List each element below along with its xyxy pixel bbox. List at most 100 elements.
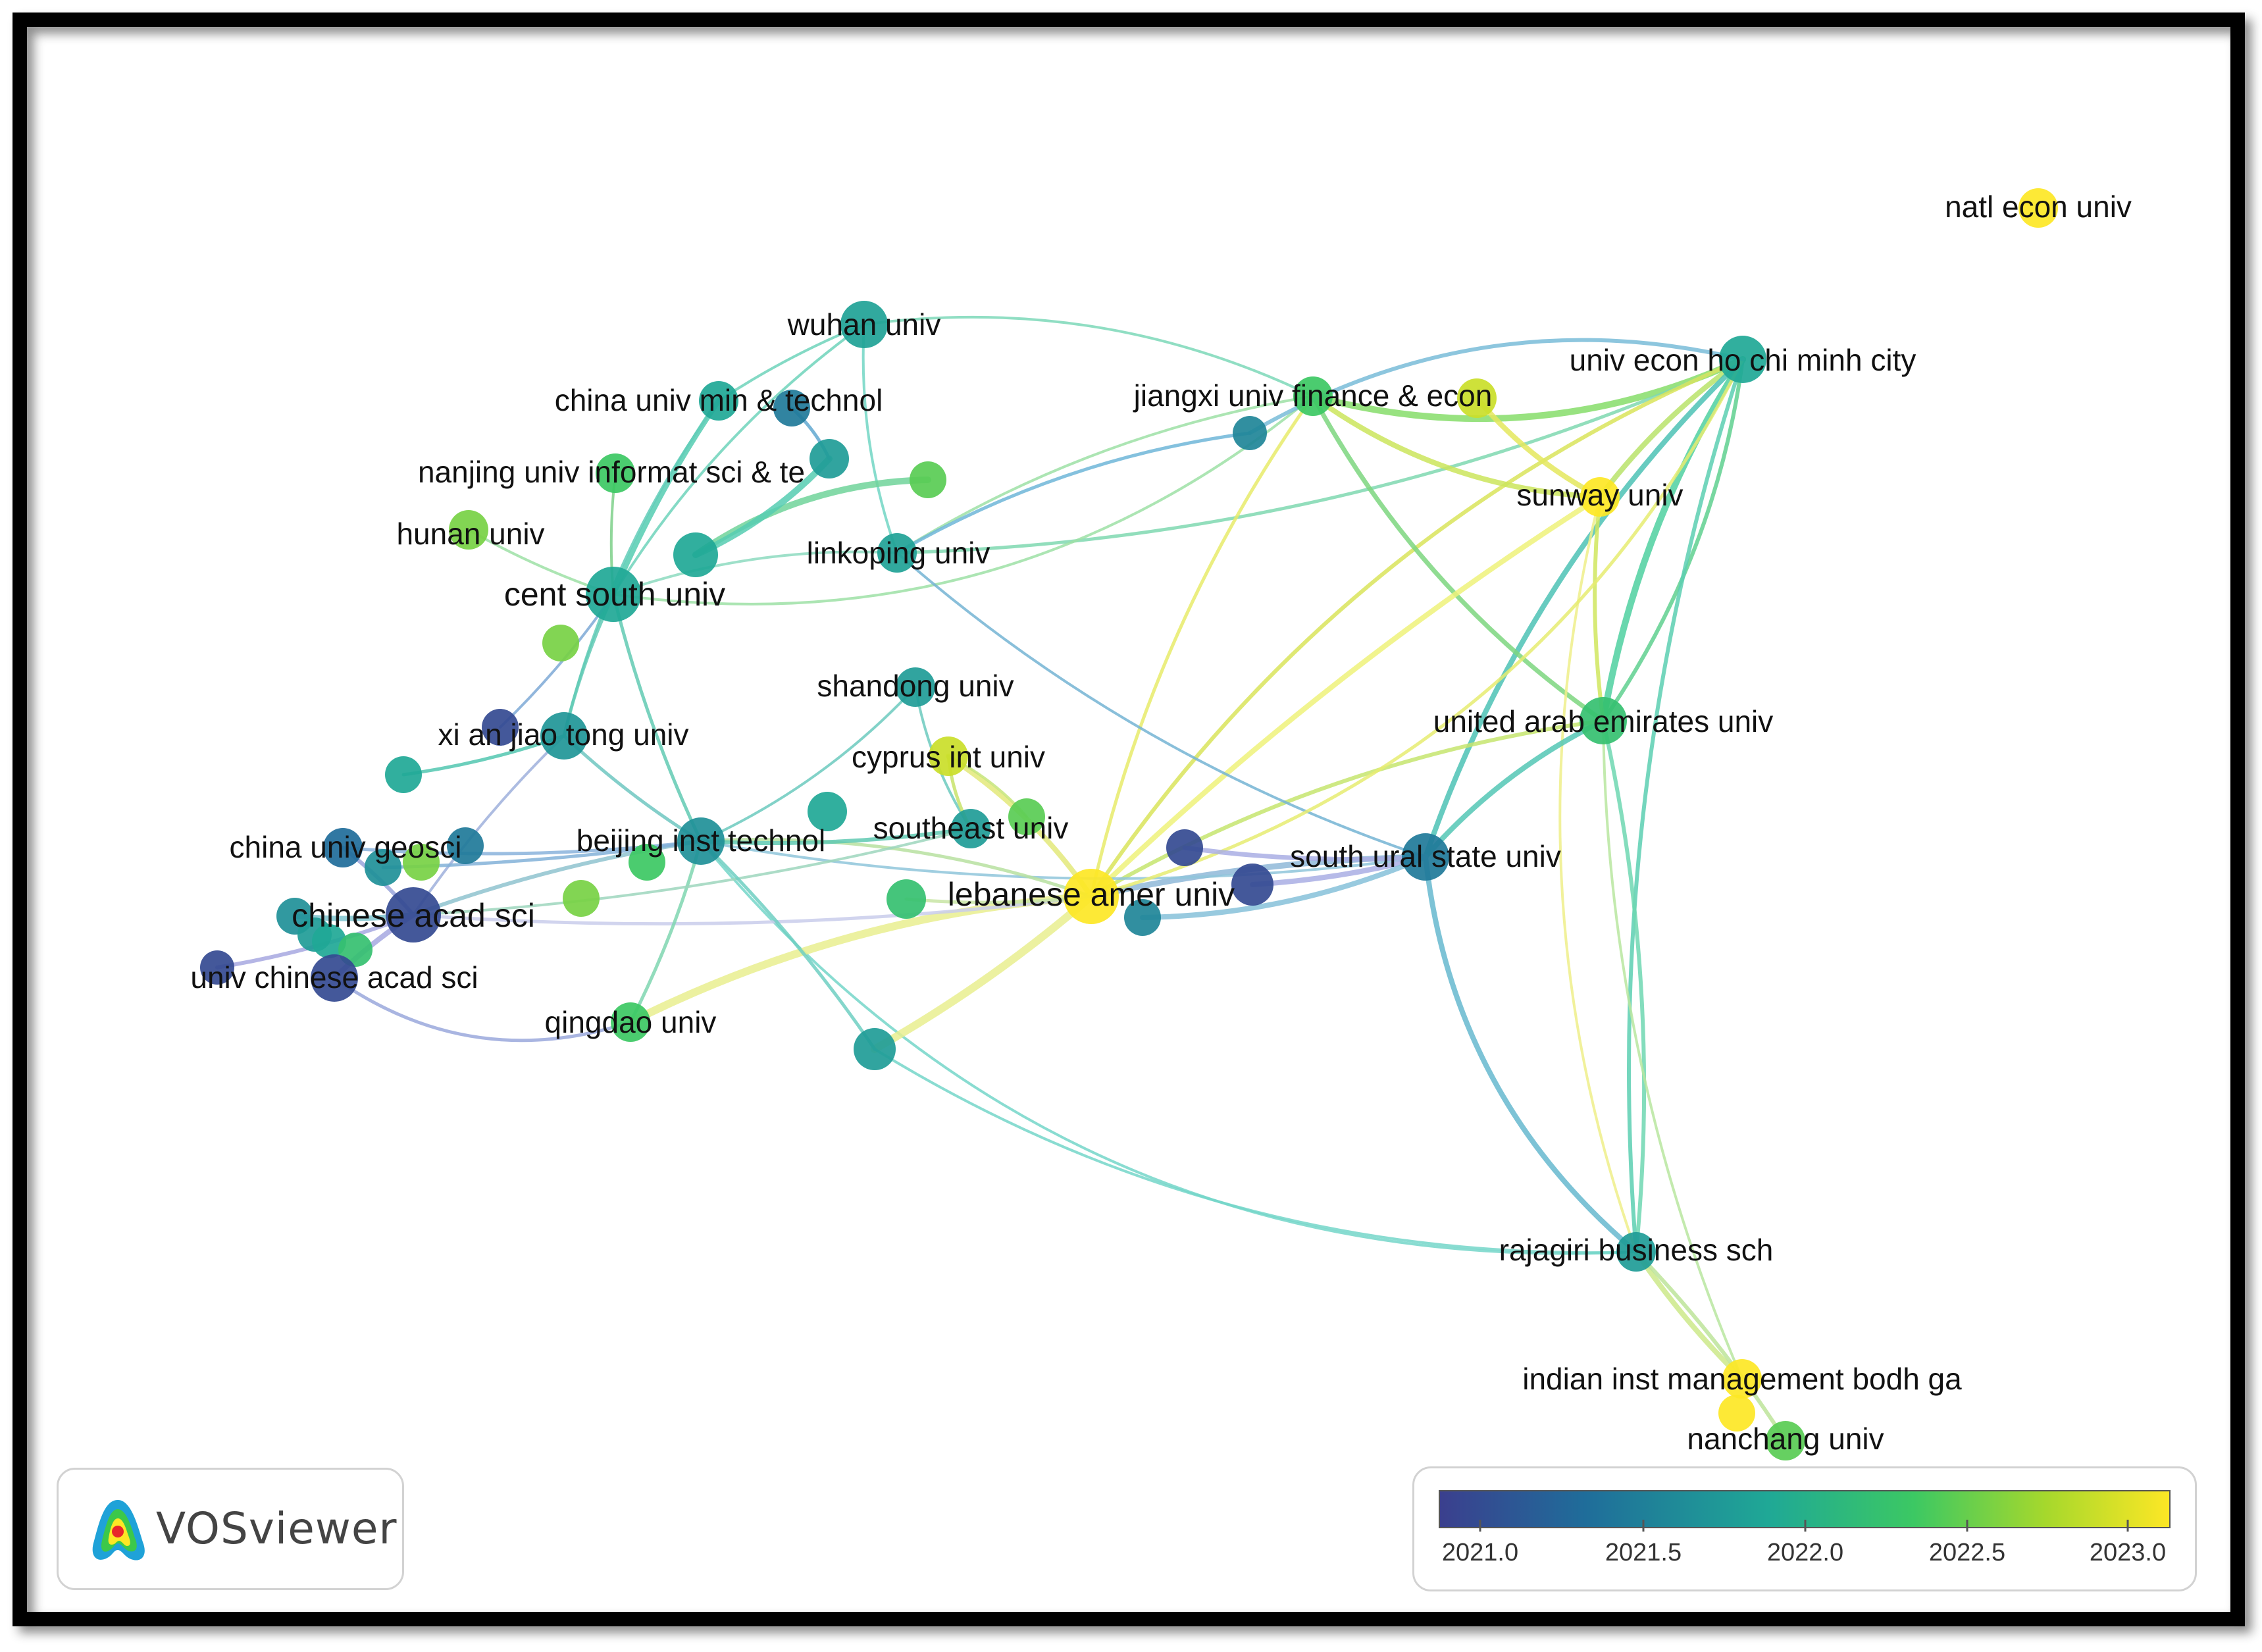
node-unlabeled-6[interactable] xyxy=(385,756,422,793)
node-unlabeled-25[interactable] xyxy=(1457,378,1497,418)
link-cent-south-univ-beijing-inst-technol xyxy=(611,592,703,843)
label-linkoping-univ[interactable]: linkoping univ xyxy=(807,536,990,570)
node-indian-inst-management-bodh-ga[interactable] xyxy=(1722,1359,1762,1399)
node-qingdao-univ[interactable] xyxy=(611,1002,650,1042)
node-rajagiri-business-sch[interactable] xyxy=(1616,1232,1656,1272)
label-southeast-univ[interactable]: southeast univ xyxy=(873,811,1069,845)
label-univ-econ-ho-chi-minh-city[interactable]: univ econ ho chi minh city xyxy=(1570,343,1916,377)
node-wuhan-univ[interactable] xyxy=(840,301,888,348)
link-unlabeled-5 xyxy=(1474,396,1603,500)
node-unlabeled-0[interactable] xyxy=(773,390,810,426)
link-sunway-univ-united-arab-emirates-univ xyxy=(1593,495,1605,723)
label-shandong-univ[interactable]: shandong univ xyxy=(817,669,1014,703)
node-unlabeled-23[interactable] xyxy=(854,1028,896,1070)
node-linkoping-univ[interactable] xyxy=(877,533,917,573)
link-united-arab-emirates-univ-rajagiri-business-sch xyxy=(1601,719,1647,1254)
legend-tick-label-3: 2022.5 xyxy=(1929,1539,2005,1566)
node-unlabeled-3[interactable] xyxy=(673,532,718,577)
label-united-arab-emirates-univ[interactable]: united arab emirates univ xyxy=(1433,704,1774,738)
label-cyprus-int-univ[interactable]: cyprus int univ xyxy=(852,740,1045,774)
node-univ-econ-ho-chi-minh-city[interactable] xyxy=(1719,336,1766,383)
node-beijing-inst-technol[interactable] xyxy=(677,817,725,865)
label-chinese-acad-sci[interactable]: chinese acad sci xyxy=(292,897,535,934)
node-unlabeled-20[interactable] xyxy=(312,924,346,958)
node-unlabeled-26[interactable] xyxy=(1718,1395,1755,1432)
node-sunway-univ[interactable] xyxy=(1580,477,1620,517)
label-nanchang-univ[interactable]: nanchang univ xyxy=(1687,1422,1884,1456)
legend-tick-label-4: 2023.0 xyxy=(2090,1539,2166,1566)
node-united-arab-emirates-univ[interactable] xyxy=(1580,697,1627,744)
label-sunway-univ[interactable]: sunway univ xyxy=(1516,478,1683,512)
node-cyprus-int-univ[interactable] xyxy=(929,736,968,776)
node-unlabeled-1[interactable] xyxy=(810,439,849,478)
link-rajagiri-business-sch-nanchang-univ xyxy=(1634,1250,1787,1443)
label-jiangxi-univ-finance-econ[interactable]: jiangxi univ finance & econ xyxy=(1133,378,1493,413)
link-linkoping-univ-wuhan-univ xyxy=(861,323,898,554)
node-unlabeled-24[interactable] xyxy=(1233,416,1267,450)
label-china-univ-min-technol[interactable]: china univ min & technol xyxy=(555,383,883,417)
node-southeast-univ[interactable] xyxy=(951,809,990,848)
label-rajagiri-business-sch[interactable]: rajagiri business sch xyxy=(1499,1233,1774,1267)
node-south-ural-state-univ[interactable] xyxy=(1402,833,1449,881)
node-shandong-univ[interactable] xyxy=(896,667,935,707)
node-natl-econ-univ[interactable] xyxy=(2018,188,2058,228)
link-univ-chinese-acad-sci-qingdao-univ xyxy=(332,976,632,1043)
label-china-univ-geosci[interactable]: china univ geosci xyxy=(230,830,462,864)
node-unlabeled-16[interactable] xyxy=(403,844,440,881)
node-nanchang-univ[interactable] xyxy=(1766,1421,1805,1460)
node-unlabeled-7[interactable] xyxy=(808,792,847,831)
link-xi-an-jiao-tong-univ-chinese-acad-sci xyxy=(412,735,565,916)
label-cent-south-univ[interactable]: cent south univ xyxy=(504,576,725,613)
node-univ-chinese-acad-sci[interactable] xyxy=(311,954,358,1002)
node-xi-an-jiao-tong-univ[interactable] xyxy=(540,712,588,760)
node-lebanese-amer-univ[interactable] xyxy=(1064,869,1119,924)
vosviewer-logo-box: VOSviewer xyxy=(57,1468,404,1590)
label-lebanese-amer-univ[interactable]: lebanese amer univ xyxy=(948,876,1235,913)
node-unlabeled-22[interactable] xyxy=(200,950,234,985)
link-univ-econ-ho-chi-minh-city-linkoping-univ xyxy=(895,357,1745,555)
node-nanjing-univ-informat-sci-te[interactable] xyxy=(596,453,635,493)
label-hunan-univ[interactable]: hunan univ xyxy=(396,517,544,551)
node-chinese-acad-sci[interactable] xyxy=(386,887,441,942)
node-unlabeled-10[interactable] xyxy=(1231,864,1273,906)
node-unlabeled-5[interactable] xyxy=(482,709,519,746)
node-unlabeled-13[interactable] xyxy=(629,844,665,881)
label-indian-inst-management-bodh-ga[interactable]: indian inst management bodh ga xyxy=(1522,1362,1962,1396)
legend-tick-label-2: 2022.0 xyxy=(1767,1539,1843,1566)
link-beijing-inst-technol-qingdao-univ xyxy=(629,839,703,1024)
link-jiangxi-univ-finance-econ-wuhan-univ xyxy=(863,315,1314,398)
node-unlabeled-9[interactable] xyxy=(1166,829,1203,866)
node-unlabeled-15[interactable] xyxy=(365,849,401,886)
label-wuhan-univ[interactable]: wuhan univ xyxy=(787,307,941,342)
link-unlabeled-10 xyxy=(699,839,877,1051)
node-china-univ-min-technol[interactable] xyxy=(699,381,738,421)
label-nanjing-univ-informat-sci-te[interactable]: nanjing univ informat sci & te xyxy=(418,455,805,489)
link-sunway-univ-rajagiri-business-sch xyxy=(1558,496,1637,1253)
link-south-ural-state-univ-linkoping-univ xyxy=(896,552,1427,858)
label-univ-chinese-acad-sci[interactable]: univ chinese acad sci xyxy=(190,960,478,994)
node-jiangxi-univ-finance-econ[interactable] xyxy=(1293,376,1333,416)
nodes-layer xyxy=(200,188,2058,1460)
node-unlabeled-8[interactable] xyxy=(1008,798,1045,835)
label-south-ural-state-univ[interactable]: south ural state univ xyxy=(1290,839,1561,873)
node-china-univ-geosci[interactable] xyxy=(323,828,363,867)
node-unlabeled-2[interactable] xyxy=(910,461,946,498)
link-unlabeled-8 xyxy=(1140,854,1428,920)
node-hunan-univ[interactable] xyxy=(449,510,488,550)
legend-tick-label-1: 2021.5 xyxy=(1605,1539,1682,1566)
label-natl-econ-univ[interactable]: natl econ univ xyxy=(1945,190,2132,224)
label-xi-an-jiao-tong-univ[interactable]: xi an jiao tong univ xyxy=(438,717,688,752)
label-qingdao-univ[interactable]: qingdao univ xyxy=(545,1005,717,1039)
node-unlabeled-17[interactable] xyxy=(563,880,600,917)
node-unlabeled-4[interactable] xyxy=(542,625,579,661)
node-cent-south-univ[interactable] xyxy=(586,567,641,622)
label-beijing-inst-technol[interactable]: beijing inst technol xyxy=(577,823,825,858)
node-unlabeled-11[interactable] xyxy=(1124,899,1161,936)
node-unlabeled-12[interactable] xyxy=(887,879,926,919)
link-rajagiri-business-sch-beijing-inst-technol xyxy=(700,840,1637,1255)
link-beijing-inst-technol-shandong-univ xyxy=(700,686,917,842)
link-unlabeled-4 xyxy=(895,431,1252,555)
link-unlabeled-11 xyxy=(873,1048,1637,1254)
node-unlabeled-14[interactable] xyxy=(447,827,484,864)
